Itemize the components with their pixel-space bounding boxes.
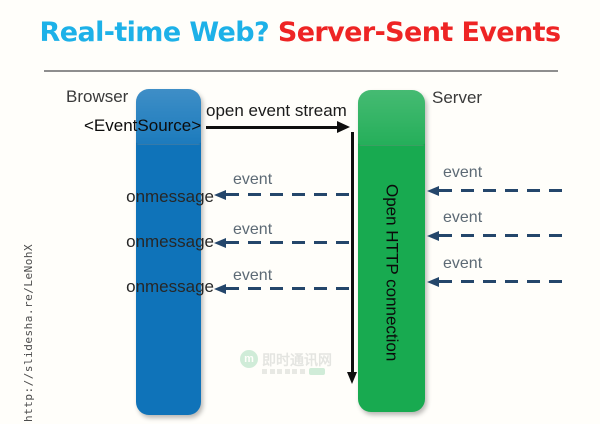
server-lifeline-bar bbox=[358, 90, 425, 412]
event-label: event bbox=[443, 255, 483, 272]
event-label: event bbox=[443, 209, 483, 226]
watermark-glyph bbox=[292, 369, 297, 374]
event-arrowhead-icon bbox=[214, 190, 226, 200]
title-server-sent-events: Server-Sent Events bbox=[277, 17, 561, 48]
onmessage-label: onmessage bbox=[126, 277, 214, 296]
open-event-stream-label: open event stream bbox=[206, 101, 347, 120]
event-arrowhead-icon bbox=[427, 186, 439, 196]
open-http-connection-label: Open HTTP connection bbox=[382, 183, 402, 362]
server-label: Server bbox=[432, 88, 483, 107]
event-arrow-dashed-line bbox=[439, 189, 563, 192]
event-arrowhead-icon bbox=[427, 277, 439, 287]
title-divider bbox=[44, 70, 558, 72]
watermark-glyph bbox=[284, 369, 290, 374]
watermark-text: 即时通讯网 bbox=[262, 352, 332, 368]
slide-title: Real-time Web? Server-Sent Events bbox=[0, 17, 600, 48]
watermark-glyph bbox=[262, 369, 267, 374]
title-realtime-web: Real-time Web? bbox=[39, 17, 270, 48]
event-label: event bbox=[233, 221, 273, 238]
event-arrowhead-icon bbox=[214, 238, 226, 248]
watermark-glyph bbox=[277, 369, 282, 374]
event-arrowhead-icon bbox=[214, 284, 226, 294]
browser-label: Browser bbox=[66, 87, 129, 106]
watermark-glyph bbox=[269, 369, 275, 374]
watermark-subline bbox=[262, 368, 325, 375]
event-label: event bbox=[233, 267, 273, 284]
open-event-stream-arrow-line bbox=[206, 126, 339, 129]
eventsource-label: <EventSource> bbox=[84, 116, 202, 135]
onmessage-label: onmessage bbox=[126, 232, 214, 251]
watermark-logo-icon: m bbox=[240, 350, 258, 368]
slideshare-url: http://slidesha.re/LeNohX bbox=[22, 243, 35, 422]
event-arrow-dashed-line bbox=[226, 193, 350, 196]
event-arrow-dashed-line bbox=[226, 241, 350, 244]
browser-lifeline-bar bbox=[136, 89, 201, 415]
event-arrowhead-icon bbox=[427, 231, 439, 241]
event-label: event bbox=[443, 164, 483, 181]
browser-bar-cap bbox=[136, 89, 201, 145]
server-bar-cap bbox=[358, 90, 425, 146]
watermark-glyph bbox=[299, 369, 305, 374]
onmessage-label: onmessage bbox=[126, 187, 214, 206]
event-arrow-dashed-line bbox=[439, 234, 563, 237]
event-arrow-dashed-line bbox=[226, 287, 350, 290]
watermark-badge bbox=[309, 368, 325, 375]
event-arrow-dashed-line bbox=[439, 280, 563, 283]
http-connection-arrowhead-icon bbox=[347, 372, 357, 384]
event-label: event bbox=[233, 171, 273, 188]
http-connection-arrow-line bbox=[351, 132, 354, 373]
open-event-stream-arrowhead-icon bbox=[337, 121, 350, 133]
